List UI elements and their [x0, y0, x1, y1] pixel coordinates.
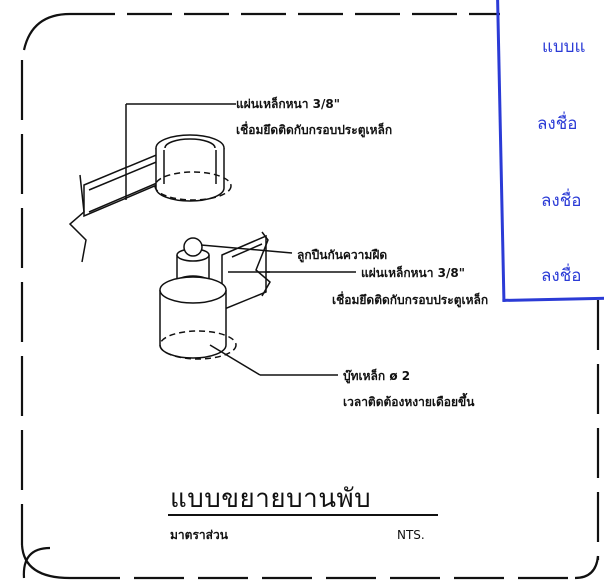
label-ball-bearing: ลูกปืนกันความฝืด	[297, 248, 388, 262]
drawing-title: แบบขยายบานพับ	[170, 484, 372, 514]
label-plate-bottom-1: แผ่นเหล็กหนา 3/8"	[361, 266, 465, 280]
title-underline	[168, 514, 438, 516]
lower-bush-cylinder	[159, 276, 237, 360]
label-plate-bottom-2: เชื่อมยึดติดกับกรอบประตูเหล็ก	[332, 293, 489, 307]
stamp-line-1: แบบแ	[542, 37, 586, 57]
leader-lines	[125, 103, 356, 376]
label-plate-top-1: แผ่นเหล็กหนา 3/8"	[236, 97, 340, 111]
stamp-line-4: ลงชื่อ	[541, 266, 582, 286]
border-frame	[20, 12, 600, 580]
label-bush-2: เวลาติดต้องหงายเดือยขึ้น	[343, 395, 475, 409]
label-plate-top-2: เชื่อมยึดติดกับกรอบประตูเหล็ก	[236, 123, 393, 137]
lower-plate	[221, 231, 271, 312]
stamp-line-3: ลงชื่อ	[541, 191, 582, 211]
scale-value: NTS.	[397, 528, 425, 542]
stamp-line-2: ลงชื่อ	[537, 114, 578, 134]
scale-label: มาตราส่วน	[170, 528, 228, 542]
upper-plate	[68, 144, 179, 263]
label-bush-1: บู๊ทเหล็ก ø 2	[343, 369, 411, 383]
upper-cylinder	[154, 134, 232, 202]
